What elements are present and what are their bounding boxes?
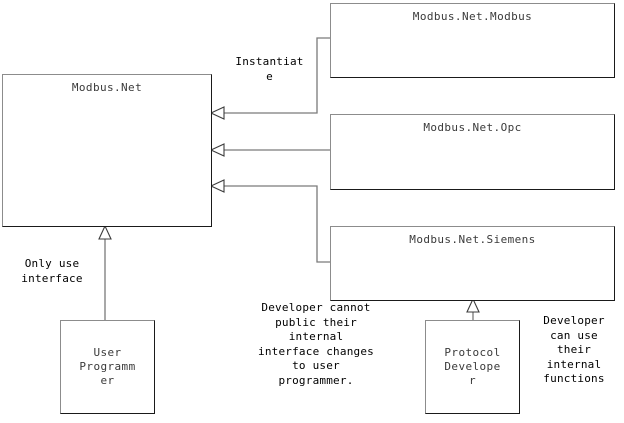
arrowhead-modbus-to-core-icon	[209, 106, 225, 120]
arrowhead-opc-to-core-icon	[209, 143, 225, 157]
uml-box-modbus-net-opc-label: Modbus.Net.Opc	[423, 121, 522, 134]
uml-box-user-programmer-label: User Programm er	[79, 346, 136, 387]
uml-box-modbus-net-siemens[interactable]: Modbus.Net.Siemens	[330, 226, 615, 301]
uml-box-protocol-developer-label: Protocol Develope r	[444, 346, 501, 387]
uml-box-modbus-net-modbus-label: Modbus.Net.Modbus	[412, 10, 533, 23]
uml-box-protocol-developer[interactable]: Protocol Develope r	[425, 320, 520, 414]
uml-box-user-programmer[interactable]: User Programm er	[60, 320, 155, 414]
note-developer-cannot-public: Developer cannot public their internal i…	[258, 301, 374, 387]
uml-box-modbus-net-opc[interactable]: Modbus.Net.Opc	[330, 114, 615, 190]
note-instantiate: Instantiat e	[235, 55, 304, 83]
uml-box-modbus-net-modbus[interactable]: Modbus.Net.Modbus	[330, 3, 615, 78]
note-only-use-interface: Only use interface	[21, 257, 83, 285]
uml-box-modbus-net-label: Modbus.Net	[71, 81, 143, 94]
arrowhead-user-programmer-to-core-icon	[98, 224, 112, 240]
note-developer-can-use: Developer can use their internal functio…	[543, 314, 605, 385]
uml-box-modbus-net[interactable]: Modbus.Net	[2, 74, 212, 227]
uml-box-modbus-net-siemens-label: Modbus.Net.Siemens	[409, 233, 536, 246]
wire-siemens-to-core	[222, 185, 330, 263]
arrowhead-siemens-to-core-icon	[209, 179, 225, 193]
